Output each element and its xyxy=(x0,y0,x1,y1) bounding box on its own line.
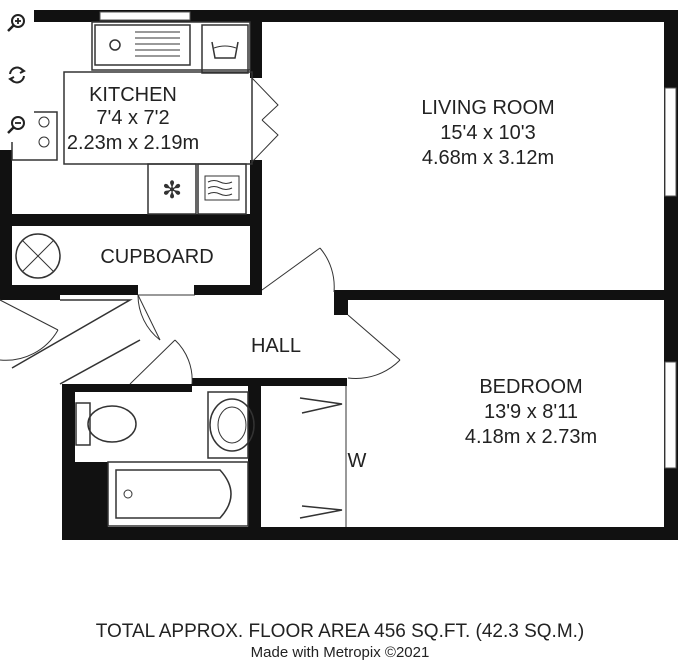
floor-plan: ✻ xyxy=(0,10,678,540)
toilet-cistern-icon xyxy=(75,402,91,446)
worktop-upper xyxy=(91,21,251,71)
bedroom-imperial: 13'9 x 8'11 xyxy=(484,401,578,423)
washing-machine-icon xyxy=(201,24,249,74)
basin-surround xyxy=(207,391,249,459)
living-metric: 4.68m x 3.12m xyxy=(422,147,554,169)
sink-icon xyxy=(94,24,191,66)
bath-icon xyxy=(107,461,249,527)
wardrobe-doors xyxy=(299,386,347,527)
zoom-out-button[interactable] xyxy=(0,108,34,142)
hall-name: HALL xyxy=(251,335,301,357)
bathroom-right-wall xyxy=(248,384,261,530)
snowflake-icon: ✻ xyxy=(162,177,182,204)
freezer-icon xyxy=(147,163,197,215)
basin-icon xyxy=(209,398,255,452)
kitchen-metric: 2.23m x 2.19m xyxy=(67,132,199,154)
zoom-in-button[interactable] xyxy=(0,6,34,40)
hall-bedroom-wall-upper xyxy=(334,290,348,315)
kitchen-imperial: 7'4 x 7'2 xyxy=(96,107,169,129)
zoom-out-icon xyxy=(7,116,25,134)
window-living xyxy=(664,87,677,197)
kitchen-cupboard-wall xyxy=(10,214,262,226)
outer-wall-left-upper xyxy=(0,150,12,300)
rotate-icon xyxy=(8,66,26,84)
kitchen-name: KITCHEN xyxy=(89,84,177,106)
bathroom-dark-block xyxy=(64,462,108,528)
bathroom-wall-top xyxy=(62,384,192,392)
oven-icon xyxy=(197,163,247,215)
window-bedroom xyxy=(664,361,677,469)
hall-bottom-wall xyxy=(192,378,347,386)
cupboard-hall-wall xyxy=(10,285,138,295)
total-floor-area: TOTAL APPROX. FLOOR AREA 456 SQ.FT. (42.… xyxy=(95,621,585,642)
living-bedroom-wall xyxy=(334,290,678,300)
wardrobe-label: W xyxy=(348,450,367,472)
kitchen-living-wall xyxy=(250,10,262,78)
outer-wall-bottom xyxy=(62,527,678,540)
cupboard-fixture xyxy=(15,233,61,279)
kitchen-fixtures: ✻ xyxy=(11,21,253,215)
kitchen-living-wall-lower xyxy=(250,160,262,295)
rotate-button[interactable] xyxy=(0,58,34,92)
doors xyxy=(0,247,401,385)
cupboard-hall-wall-right xyxy=(194,285,262,295)
living-imperial: 15'4 x 10'3 xyxy=(440,122,536,144)
bathroom-fixtures xyxy=(75,391,255,527)
living-name: LIVING ROOM xyxy=(421,97,554,119)
windows xyxy=(99,11,677,469)
sink-drain-icon xyxy=(109,39,121,51)
window-kitchen xyxy=(99,11,191,21)
boiler-icon xyxy=(15,233,61,279)
bedroom-metric: 4.18m x 2.73m xyxy=(465,426,597,448)
bedroom-name: BEDROOM xyxy=(479,376,582,398)
kitchen-door xyxy=(251,77,279,163)
metropix-credit: Made with Metropix ©2021 xyxy=(250,644,430,661)
room-labels: KITCHEN 7'4 x 7'2 2.23m x 2.19m LIVING R… xyxy=(67,84,597,472)
zoom-in-icon xyxy=(7,14,25,32)
toilet-bowl-icon xyxy=(87,405,137,443)
cupboard-name: CUPBOARD xyxy=(100,246,213,268)
